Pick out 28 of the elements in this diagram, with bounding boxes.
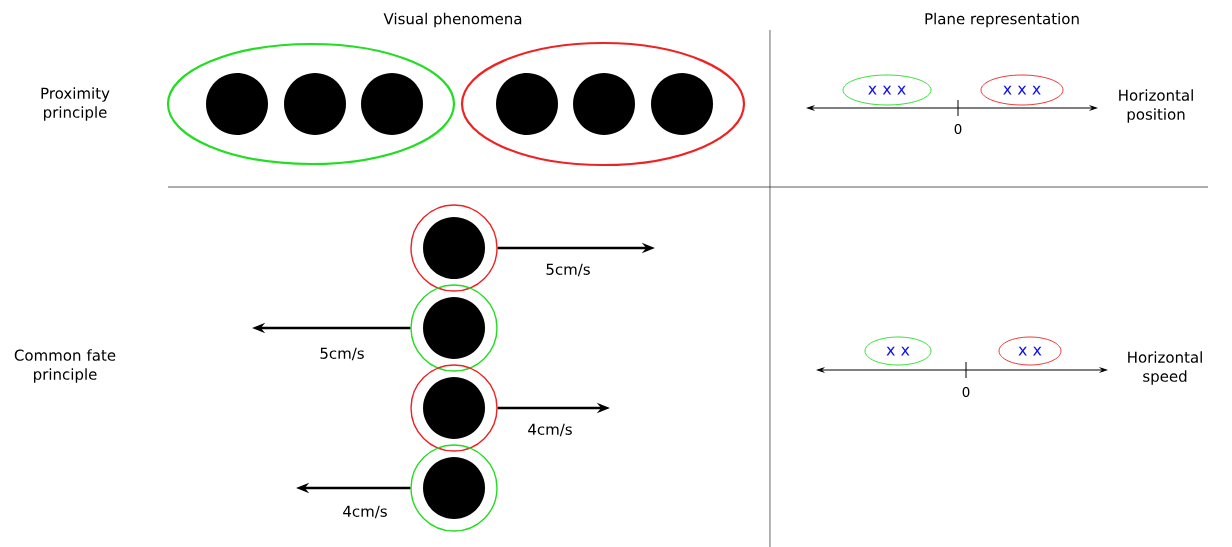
dot (651, 73, 713, 135)
ring (410, 284, 498, 372)
group-ellipse (460, 41, 746, 167)
dot (206, 73, 268, 135)
dot (423, 377, 485, 439)
dot (573, 73, 635, 135)
dot (423, 217, 485, 279)
dot (496, 73, 558, 135)
dot (423, 297, 485, 359)
row-heading: Common fate principle (14, 349, 116, 383)
ring (410, 364, 498, 452)
group-ellipse (166, 42, 456, 166)
axis-label: Horizontal position (1119, 89, 1193, 123)
edge-label: 4cm/s (341, 504, 389, 520)
edge-label: 4cm/s (526, 422, 574, 438)
dot (423, 457, 485, 519)
dot (361, 73, 423, 135)
dot (284, 73, 346, 135)
edge-label: 5cm/s (318, 346, 366, 362)
column-heading: Plane representation (925, 12, 1079, 28)
ring (410, 444, 498, 532)
ring (410, 204, 498, 292)
axis-value: 0 (954, 123, 962, 135)
edge-label: 5cm/s (544, 262, 592, 278)
axis-label: Horizontal speed (1128, 351, 1202, 385)
axis-value: 0 (962, 386, 970, 398)
column-heading: Visual phenomena (383, 12, 522, 28)
row-heading: Proximity principle (41, 87, 110, 121)
